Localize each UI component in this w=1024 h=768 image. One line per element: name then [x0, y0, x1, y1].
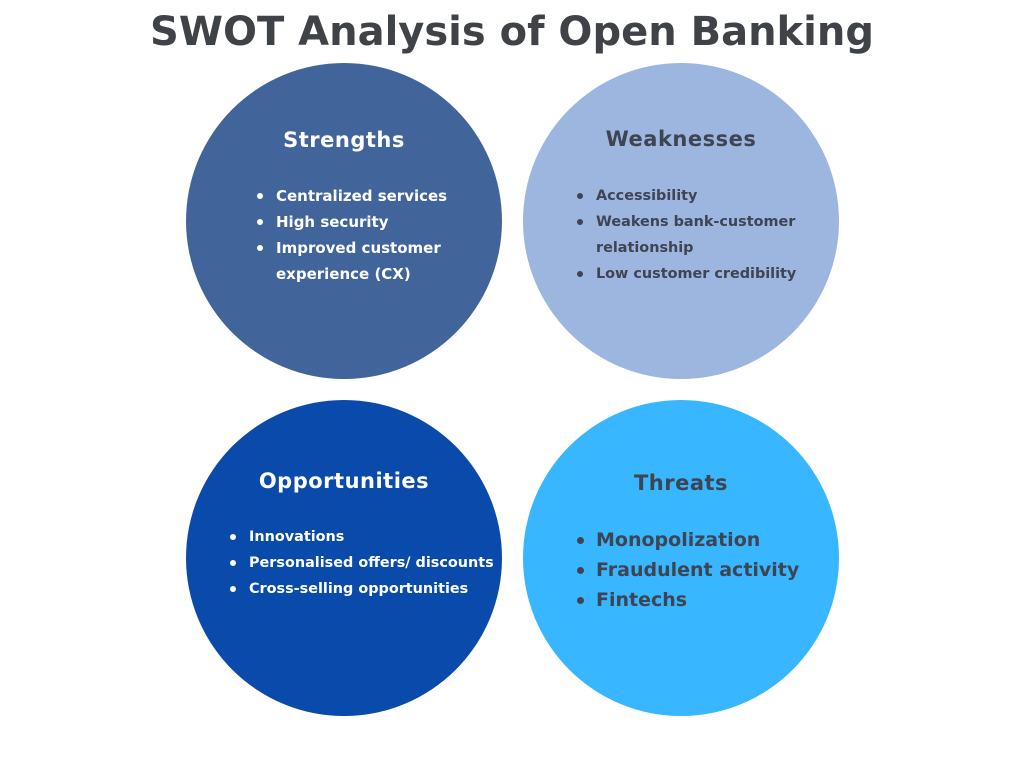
- threats-list: Monopolization Fraudulent activity Finte…: [573, 525, 823, 615]
- weaknesses-heading: Weaknesses: [605, 127, 757, 151]
- list-item: Low customer credibility: [573, 261, 833, 287]
- list-item: Monopolization: [573, 525, 823, 555]
- list-item: Accessibility: [573, 183, 833, 209]
- page-title: SWOT Analysis of Open Banking: [150, 9, 874, 55]
- list-item: Personalised offers/ discounts: [226, 550, 496, 576]
- weaknesses-circle: Weaknesses Accessibility Weakens bank-cu…: [523, 63, 839, 379]
- list-item: High security: [253, 209, 493, 235]
- opportunities-heading: Opportunities: [258, 469, 430, 493]
- list-item: Improved customer experience (CX): [253, 235, 493, 287]
- strengths-list: Centralized services High security Impro…: [253, 183, 493, 287]
- strengths-circle: Strengths Centralized services High secu…: [186, 63, 502, 379]
- list-item: Cross-selling opportunities: [226, 576, 496, 602]
- list-item: Weakens bank-customer relationship: [573, 209, 833, 261]
- threats-heading: Threats: [633, 471, 729, 495]
- strengths-heading: Strengths: [283, 128, 405, 152]
- list-item: Fintechs: [573, 585, 823, 615]
- weaknesses-list: Accessibility Weakens bank-customer rela…: [573, 183, 833, 287]
- list-item: Centralized services: [253, 183, 493, 209]
- opportunities-list: Innovations Personalised offers/ discoun…: [226, 524, 496, 602]
- list-item: Innovations: [226, 524, 496, 550]
- opportunities-circle: Opportunities Innovations Personalised o…: [186, 400, 502, 716]
- threats-circle: Threats Monopolization Fraudulent activi…: [523, 400, 839, 716]
- list-item: Fraudulent activity: [573, 555, 823, 585]
